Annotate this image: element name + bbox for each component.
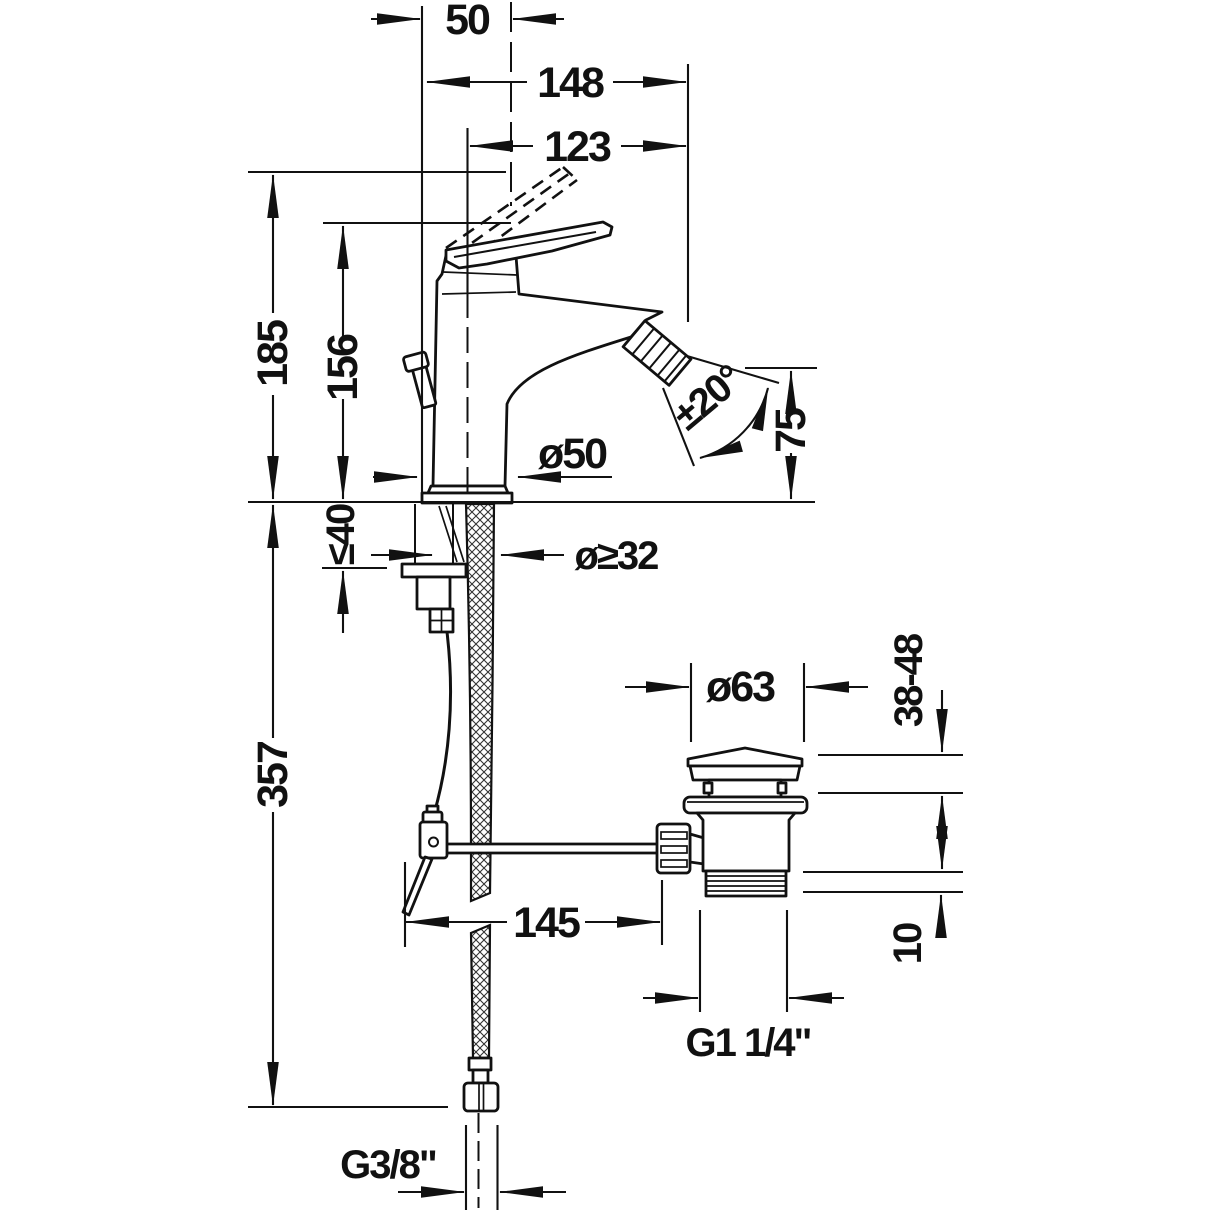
dim-label-38-48: 38-48 <box>887 633 931 727</box>
dim-label-75: 75 <box>767 408 815 453</box>
dim-label-40: ≤40 <box>319 504 363 565</box>
dimension-148: 148 <box>426 59 687 107</box>
supply-hose <box>462 502 500 1113</box>
dim-label-148: 148 <box>537 59 604 107</box>
popup-pull-rod <box>432 631 453 815</box>
hose-nut <box>462 1081 500 1113</box>
faucet-assembly <box>402 165 693 505</box>
mounting-hardware <box>400 504 468 815</box>
lever-handle <box>444 220 614 270</box>
dimension-156: 156 <box>319 225 367 500</box>
waste-plug <box>682 746 809 898</box>
dim-label-g114: G1 1/4" <box>685 1021 810 1065</box>
rod-lower-end <box>401 855 434 917</box>
dim-label-123: 123 <box>544 123 611 171</box>
dim-label-g38: G3/8" <box>340 1143 436 1187</box>
dimension-deck-40: ≤40 <box>319 504 363 633</box>
dim-label-357: 357 <box>249 741 297 808</box>
dimension-hole-32: ø≥32 <box>371 534 660 578</box>
dimension-g114: G1 1/4" <box>643 992 844 1065</box>
mounting-washer <box>400 562 468 579</box>
waste-body <box>695 811 797 873</box>
dimension-g38: G3/8" <box>340 1143 566 1198</box>
aerator <box>621 319 693 387</box>
dim-label-50: 50 <box>445 0 490 44</box>
dimension-75: 75 <box>767 370 815 500</box>
dimension-357: 357 <box>249 504 297 1106</box>
dimension-123: 123 <box>469 123 687 171</box>
dimension-63: ø63 <box>625 663 868 711</box>
extension-lines <box>248 2 963 1210</box>
dim-label-32: ø≥32 <box>575 534 659 578</box>
dimension-base-50: ø50 <box>373 430 612 483</box>
dim-label-145: 145 <box>513 899 580 947</box>
dim-label-156: 156 <box>319 334 367 401</box>
hose-upper <box>464 502 496 903</box>
popup-waste <box>401 746 809 917</box>
dim-label-63: ø63 <box>706 663 775 711</box>
hose-lower <box>469 923 492 1060</box>
dimension-145: 145 <box>405 899 661 947</box>
dim-label-185: 185 <box>249 320 297 387</box>
waste-flange <box>682 795 809 815</box>
dimension-10: 10 <box>886 894 947 964</box>
dim-label-base-50: ø50 <box>538 430 607 478</box>
horizontal-rod <box>444 842 660 855</box>
dim-label-10: 10 <box>886 923 930 964</box>
dimension-38-48: 38-48 <box>887 633 948 870</box>
rod-clamp <box>401 804 449 917</box>
waste-thread-tail <box>704 869 788 898</box>
dimension-50: 50 <box>371 0 564 44</box>
dimension-185: 185 <box>249 174 297 500</box>
